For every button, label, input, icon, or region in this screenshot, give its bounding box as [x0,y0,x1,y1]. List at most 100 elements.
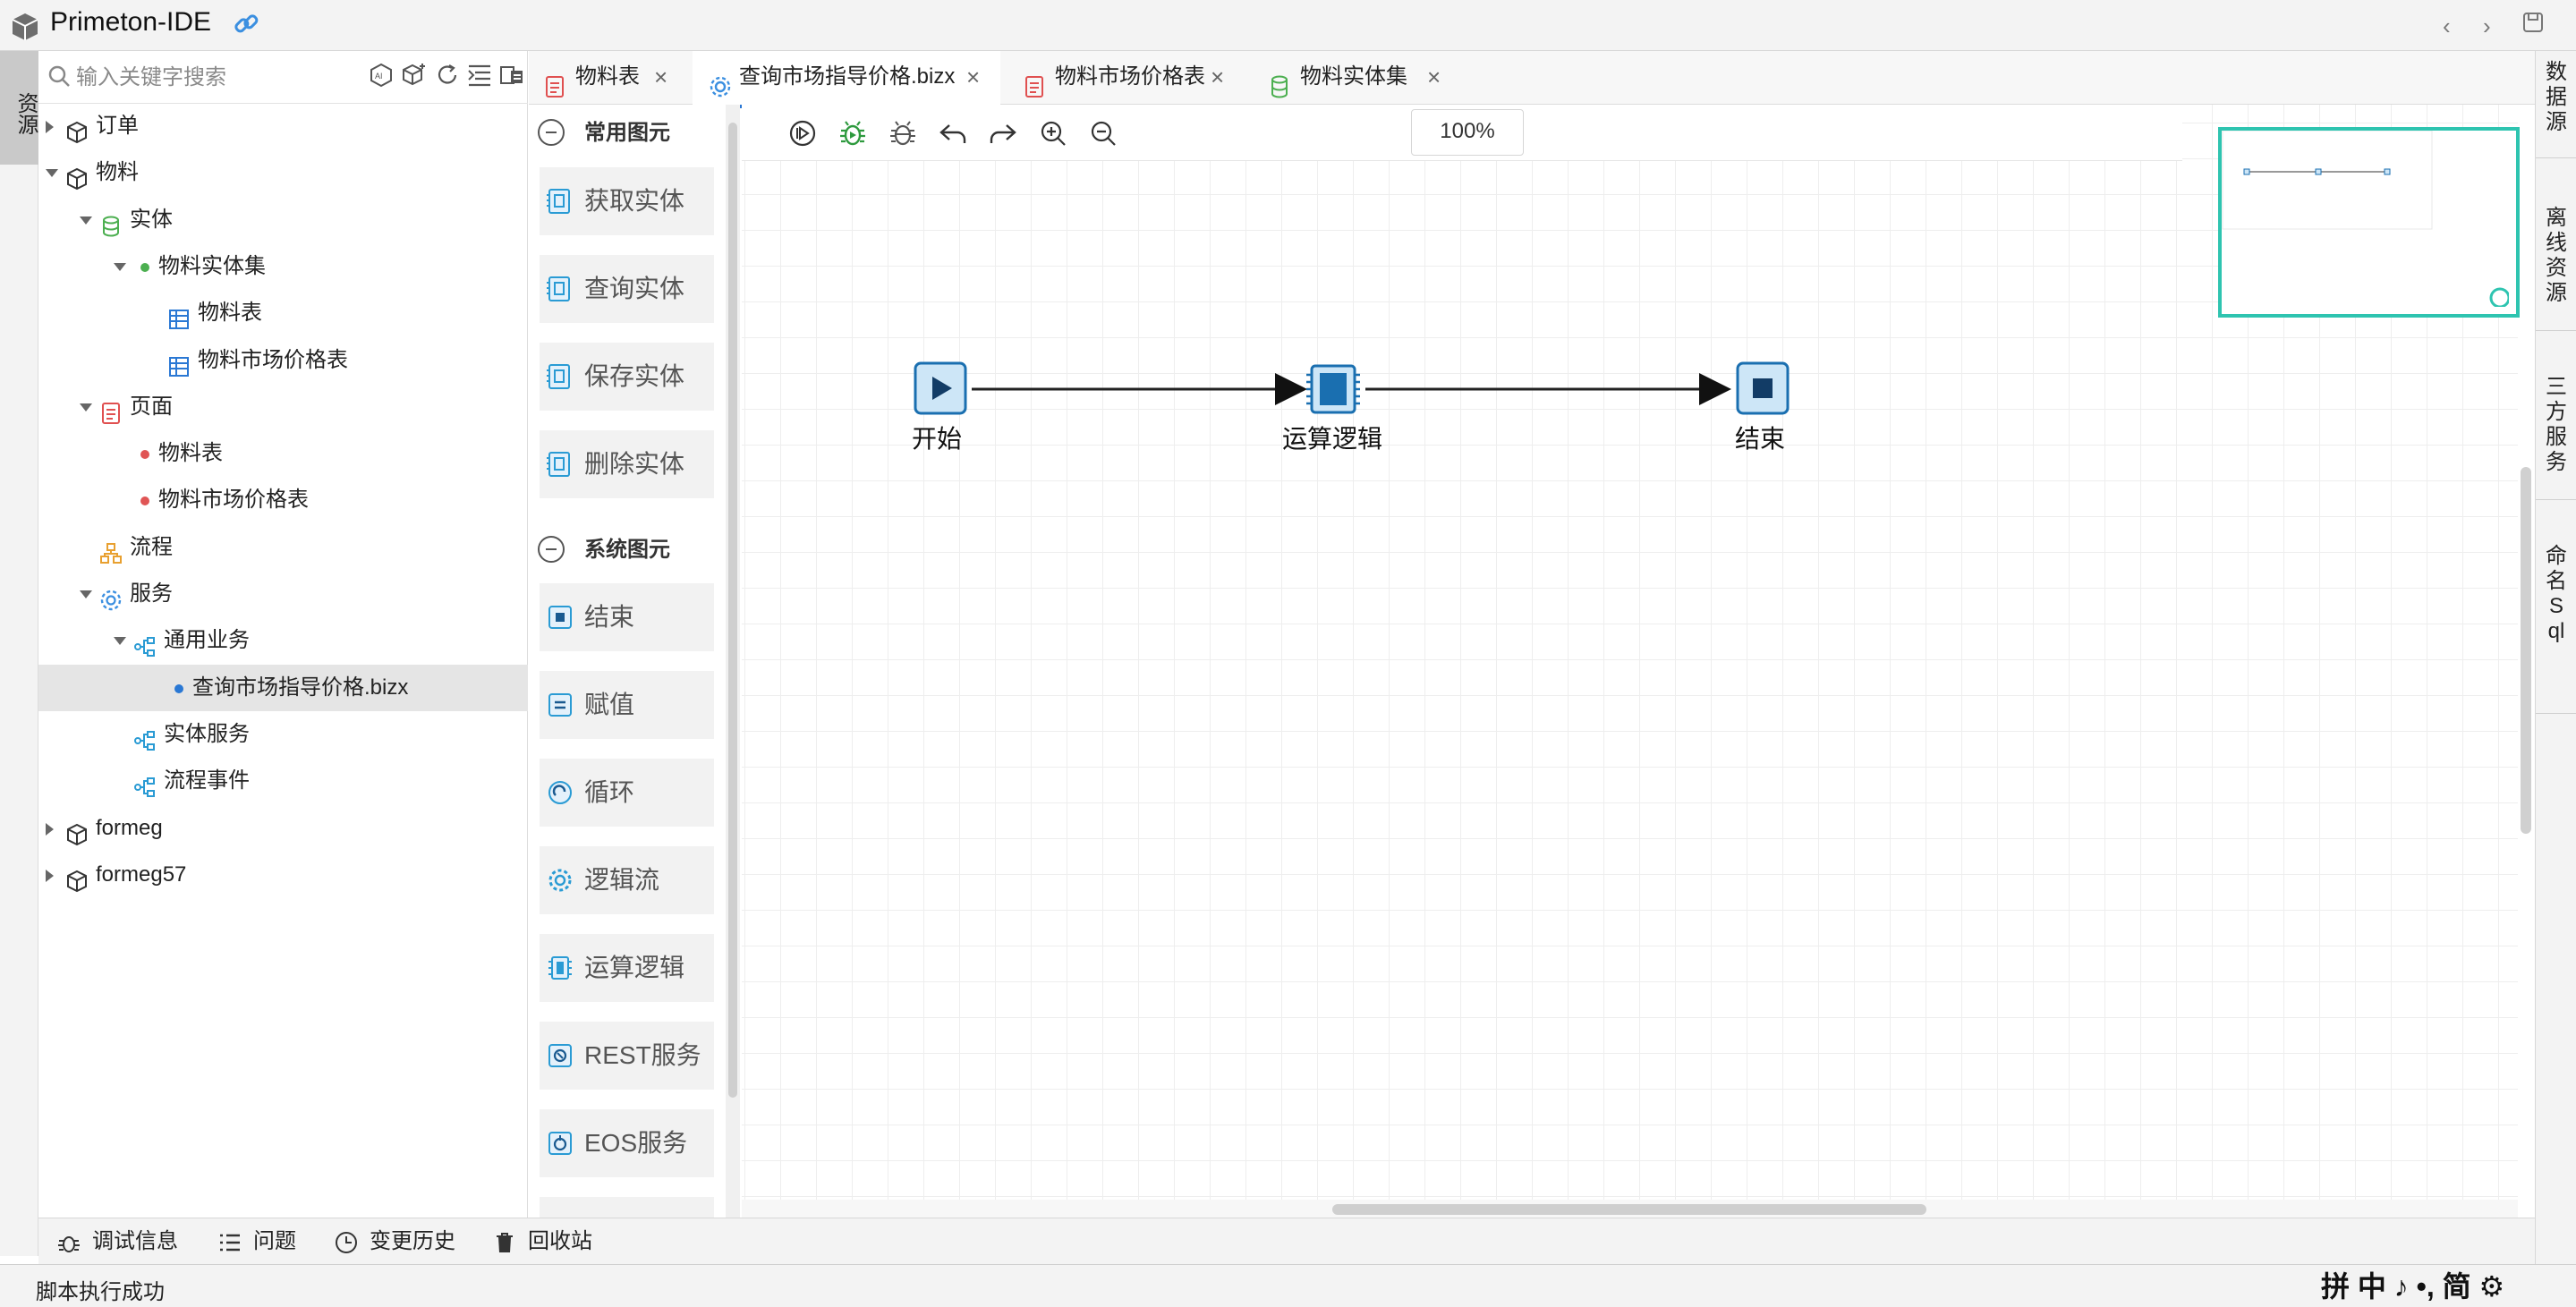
expanded-caret-icon[interactable] [46,169,58,178]
tab-named-sql[interactable]: 命名Sql [2536,535,2576,714]
link-icon[interactable] [231,9,261,44]
tab-resources[interactable]: 资源 [0,51,38,165]
tree-item[interactable]: formeg [38,805,528,852]
tab-material-price-table[interactable]: 物料市场价格表 × [1008,51,1250,105]
zoom-in-icon[interactable] [1038,118,1068,149]
red-dot-icon [140,496,149,506]
search-input[interactable] [74,60,382,96]
palette-item-compute-logic[interactable]: 运算逻辑 [540,934,714,1002]
save-window-icon[interactable] [2521,11,2545,40]
forward-arrow-icon[interactable]: › [2483,13,2491,39]
node-label: 运算逻辑 [1282,425,1383,453]
tab-material-table[interactable]: 物料表 × [529,51,684,105]
expanded-caret-icon[interactable] [80,216,92,225]
tree-item[interactable]: 物料表 [38,430,528,477]
tab-change-history[interactable]: 变更历史 [334,1218,477,1265]
collapse-all-icon[interactable] [466,62,493,93]
palette-item-eos-service[interactable]: EOS服务 [540,1109,714,1177]
tree-item[interactable]: 页面 [38,384,528,430]
palette-item-query-entity[interactable]: 查询实体 [540,255,714,323]
scroll-thumb[interactable] [728,123,737,1098]
redo-icon[interactable] [988,118,1018,149]
collapsed-caret-icon[interactable] [46,869,54,882]
ime-toolbar[interactable]: 拼 中 ♪ •, 简 ⚙ [2321,1270,2505,1303]
tab-third-party-services[interactable]: 三方服务 [2536,366,2576,500]
horizontal-scrollbar[interactable] [742,1200,2518,1218]
tree-item[interactable]: 物料表 [38,290,528,336]
palette-group-system[interactable]: 系统图元 [538,528,712,573]
close-icon[interactable]: × [966,64,981,90]
tree-item[interactable]: 订单 [38,103,528,149]
tree-item-label: formeg57 [96,861,187,887]
palette-group-common[interactable]: 常用图元 [538,111,712,156]
collapsed-caret-icon[interactable] [46,822,54,836]
tab-material-entity-set[interactable]: 物料实体集 × [1254,51,1459,105]
play-icon [932,377,952,400]
scroll-thumb[interactable] [2521,467,2531,834]
tree-item-label: 物料市场价格表 [198,347,348,372]
collapse-icon[interactable] [538,119,565,146]
palette-item-rest-service[interactable]: REST服务 [540,1022,714,1090]
expanded-caret-icon[interactable] [80,403,92,412]
tab-problems[interactable]: 问题 [217,1218,325,1265]
tree-item[interactable]: 实体服务 [38,711,528,758]
tree-item[interactable]: 物料 [38,149,528,196]
palette-item-logic-flow[interactable]: 逻辑流 [540,846,714,914]
palette-item-assign[interactable]: 赋值 [540,671,714,739]
bug-icon[interactable] [888,118,918,149]
tab-datasource[interactable]: 数据源 [2536,51,2576,158]
start-node[interactable] [914,361,967,415]
tree-item[interactable]: 流程 [38,524,528,571]
tab-label: 问题 [253,1229,296,1253]
zoom-out-icon[interactable] [1088,118,1118,149]
tree-item-label: 查询市场指导价格.bizx [192,675,409,700]
run-icon[interactable] [787,118,818,149]
chip-icon [1320,373,1347,405]
end-node[interactable] [1736,361,1790,415]
close-icon[interactable]: × [1427,64,1441,90]
tree-item[interactable]: 通用业务 [38,617,528,664]
zoom-level-input[interactable]: 100% [1411,109,1524,156]
tree-item[interactable]: 流程事件 [38,758,528,804]
tab-debug-info[interactable]: 调试信息 [56,1218,217,1265]
palette-item-end[interactable]: 结束 [540,583,714,651]
palette-scrollbar[interactable] [726,105,740,1218]
expanded-caret-icon[interactable] [114,637,126,646]
palette-item-delete-entity[interactable]: 删除实体 [540,430,714,498]
expanded-caret-icon[interactable] [80,590,92,598]
tab-label: 变更历史 [370,1229,455,1253]
refresh-icon[interactable] [434,62,461,93]
collapse-icon[interactable] [538,536,565,563]
flow-canvas[interactable]: 100% 开始 运算逻辑 结束 [742,105,2531,1218]
palette-item-label: REST服务 [584,1041,701,1069]
collapsed-caret-icon[interactable] [46,121,54,133]
palette-item-save-entity[interactable]: 保存实体 [540,343,714,411]
tree-item[interactable]: 物料市场价格表 [38,477,528,523]
tree-item[interactable]: 物料实体集 [38,243,528,290]
element-palette: 常用图元 获取实体查询实体保存实体删除实体 系统图元 结束赋值循环逻辑流运算逻辑… [529,105,728,1265]
tree-item[interactable]: formeg57 [38,852,528,898]
link-editor-icon[interactable] [498,62,525,93]
palette-item-loop[interactable]: 循环 [540,759,714,827]
tree-item[interactable]: 实体 [38,197,528,243]
share-icon [133,723,157,751]
compute-logic-node[interactable] [1306,364,1360,414]
minimap[interactable] [2218,127,2520,318]
ai-cube-icon[interactable]: AI [368,62,395,93]
close-icon[interactable]: × [654,64,668,90]
undo-icon[interactable] [938,118,968,149]
tab-recycle-bin[interactable]: 回收站 [492,1218,608,1265]
vertical-scrollbar[interactable] [2517,105,2535,1200]
tree-item[interactable]: 物料市场价格表 [38,337,528,384]
tab-offline-resources[interactable]: 离线资源 [2536,197,2576,331]
scroll-thumb[interactable] [1332,1204,1926,1215]
tab-query-price-bizx[interactable]: 查询市场指导价格.bizx × [693,51,1000,108]
back-arrow-icon[interactable]: ‹ [2443,13,2451,39]
palette-item-get-entity[interactable]: 获取实体 [540,167,714,235]
tree-item[interactable]: 服务 [38,571,528,617]
expanded-caret-icon[interactable] [114,262,126,271]
add-cube-icon[interactable] [401,62,428,93]
debug-icon[interactable] [837,118,868,149]
close-icon[interactable]: × [1211,64,1225,90]
tree-item[interactable]: 查询市场指导价格.bizx [38,664,528,711]
